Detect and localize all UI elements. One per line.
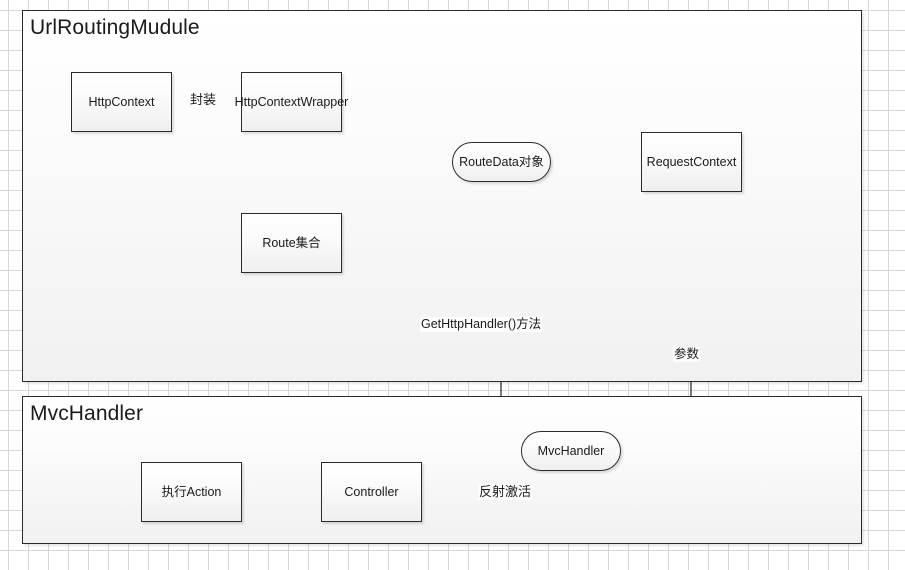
node-execute-action-label: 执行Action xyxy=(161,484,222,499)
node-route-collection-label: Route集合 xyxy=(262,235,321,250)
node-execute-action[interactable]: 执行Action xyxy=(141,462,242,522)
edge-label-get-http-handler: GetHttpHandler()方法 xyxy=(420,317,543,332)
node-httpcontextwrapper[interactable]: HttpContextWrapper xyxy=(235,72,348,132)
node-httpcontextwrapper-label: HttpContextWrapper xyxy=(234,94,349,109)
edge-label-reflection-activate: 反射激活 xyxy=(478,484,533,500)
node-controller-label: Controller xyxy=(344,484,399,499)
node-httpcontext[interactable]: HttpContext xyxy=(71,72,172,132)
node-mvchandler-label: MvcHandler xyxy=(537,443,605,458)
node-requestcontext-label: RequestContext xyxy=(646,154,737,169)
group-mvchandler-title: MvcHandler xyxy=(30,402,144,425)
edge-label-parameter: 参数 xyxy=(673,347,701,362)
node-requestcontext[interactable]: RequestContext xyxy=(641,132,742,192)
node-mvchandler[interactable]: MvcHandler xyxy=(521,431,621,471)
node-routedata[interactable]: RouteData对象 xyxy=(452,142,551,182)
edge-label-encapsulate: 封装 xyxy=(189,92,218,108)
group-urlroutingmudule-title: UrlRoutingMudule xyxy=(30,16,200,39)
node-routedata-label: RouteData对象 xyxy=(459,154,544,169)
node-route-collection[interactable]: Route集合 xyxy=(241,213,342,273)
node-httpcontext-label: HttpContext xyxy=(88,94,155,109)
node-controller[interactable]: Controller xyxy=(321,462,422,522)
